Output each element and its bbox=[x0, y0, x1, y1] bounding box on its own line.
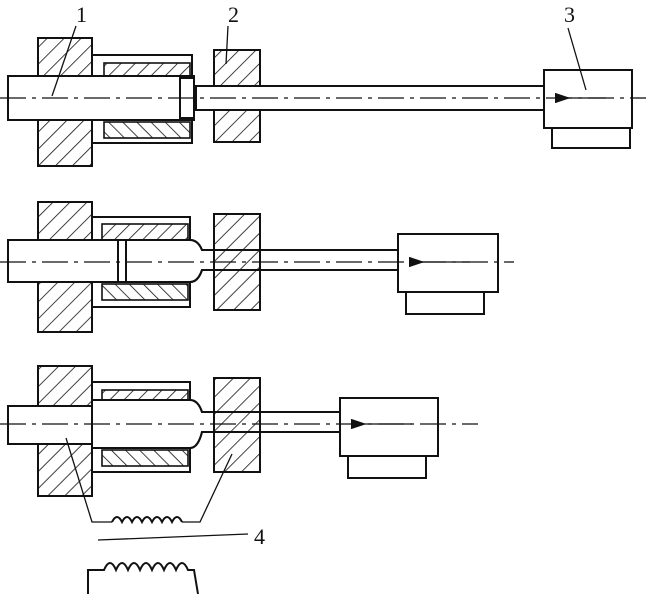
transformer-core bbox=[97, 533, 249, 541]
coil-lower bbox=[87, 562, 199, 594]
stage-1 bbox=[0, 37, 646, 167]
label-3: 3 bbox=[564, 2, 575, 27]
wire-left bbox=[65, 437, 112, 523]
leader-3 bbox=[567, 27, 587, 91]
coil-upper bbox=[111, 516, 183, 525]
label-1: 1 bbox=[76, 2, 87, 27]
ram-3 bbox=[543, 69, 633, 149]
label-2: 2 bbox=[228, 2, 239, 27]
labels: 1 2 3 4 bbox=[51, 2, 587, 549]
wire-right bbox=[182, 453, 233, 523]
leader-2 bbox=[225, 25, 229, 65]
stage-2 bbox=[0, 201, 514, 333]
leader-1 bbox=[51, 25, 77, 97]
label-4: 4 bbox=[254, 524, 265, 549]
stage-3 bbox=[0, 365, 478, 594]
